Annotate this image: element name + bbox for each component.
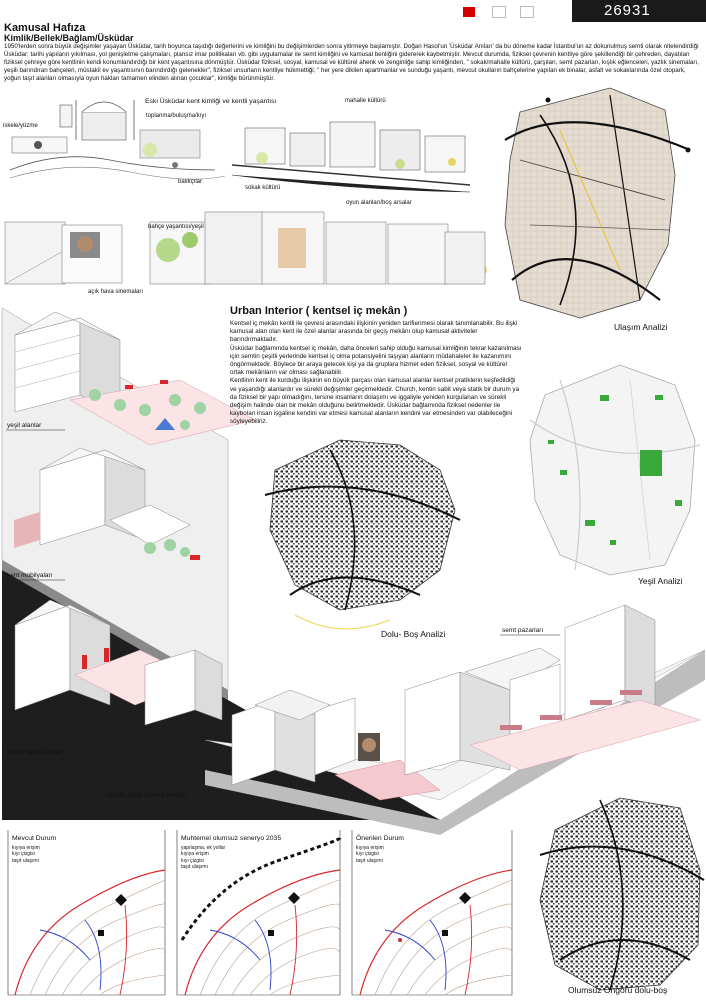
- page-subtitle: Kimlik/Bellek/Bağlam/Üsküdar: [4, 33, 134, 43]
- legend-line: kıyıya erişim: [356, 845, 384, 851]
- legend-line: kıyı çizgisi: [356, 851, 379, 858]
- legend-line: taşıt ulaşımı: [181, 864, 208, 871]
- map-title: Olumsuz Öngörü dolu-boş: [568, 985, 668, 995]
- white-square: [492, 6, 506, 18]
- axo-label: yeşil alanlar: [7, 422, 42, 429]
- sketch-iskele: [9, 100, 226, 180]
- panel-title: Mevcut Durum: [12, 835, 57, 842]
- panel-muhtemel: [176, 830, 342, 996]
- sketch-label: mahalle kültürü: [345, 98, 386, 104]
- legend-line: taşıt ulaşımı: [12, 857, 39, 864]
- sketch-label: balıkçılar: [178, 179, 203, 185]
- map-ulasim: [504, 87, 691, 319]
- panel-legend: kıyıya erişim kıyı çizgisi taşıt ulaşımı: [12, 845, 40, 864]
- sketch-label: iskele/yüzme: [3, 123, 38, 129]
- panel-legend: yapılaşma, ek yollar kıyıya erişim kıyı …: [181, 845, 225, 871]
- legend-line: kıyı çizgisi: [12, 851, 35, 858]
- sketch-label: açık hava sinemaları: [88, 289, 144, 295]
- legend-line: kıyıya erişim: [181, 851, 209, 858]
- axo-amfi: [231, 689, 441, 801]
- sketch-label: sokak kültürü: [245, 185, 281, 191]
- white-square: [520, 6, 534, 18]
- panel-title: Muhtemel olumsuz seneryo 2035: [181, 835, 282, 842]
- legend-line: kıyıya erişim: [12, 845, 40, 851]
- legend-line: taşıt ulaşımı: [356, 857, 383, 864]
- map-yesil: [529, 364, 701, 576]
- red-square: [463, 7, 475, 17]
- map-title: Yeşil Analizi: [638, 576, 683, 586]
- top-bar: 26931: [0, 0, 706, 22]
- panel-title: Önerilen Durum: [356, 835, 404, 842]
- urban-interior-text: Kentsel iç mekân kentli ile çevresi aras…: [230, 320, 522, 427]
- axo-label: semt pazarları: [502, 627, 544, 634]
- urban-interior-title: Urban Interior ( kentsel iç mekân ): [230, 305, 408, 317]
- panel-mevcut: [7, 830, 166, 996]
- sketch-heading: Eski Üsküdar kent kimliği ve kentli yaşa…: [145, 98, 277, 105]
- sketch-mahalle: [231, 121, 471, 193]
- legend-line: kıyı çizgisi: [181, 857, 204, 864]
- intro-paragraph: 1950'lerden sonra büyük değişimler yaşay…: [4, 43, 699, 82]
- urban-interior-paragraph: Üsküdar bağlamında kentsel iç mekân, dah…: [230, 344, 522, 377]
- sketch-label: oyun alanları/boş arsalar: [346, 200, 412, 206]
- axo-semt-pazarlari: [404, 604, 701, 776]
- map-dolubos: [264, 439, 461, 630]
- panel-onerilen: [351, 830, 513, 996]
- panel-legend: kıyıya erişim kıyı çizgisi taşıt ulaşımı: [356, 845, 384, 864]
- urban-interior-paragraph: Kentsel iç mekân kentli ile çevresi aras…: [230, 320, 518, 344]
- urban-interior-paragraph: Kentlinin kent ile kurduğu ilişkinin en …: [230, 377, 520, 426]
- map-olumsuz: [539, 797, 705, 991]
- axo-cocuk-oyun: [14, 599, 223, 726]
- axo-yesil-alanlar: [14, 311, 256, 446]
- map-title: Ulaşım Analizi: [614, 322, 668, 332]
- sketch-label: bahçe yaşantısı/yeşil: [148, 224, 204, 230]
- legend-line: yapılaşma, ek yollar: [181, 845, 226, 851]
- axo-kent-mobilyalari: [14, 447, 200, 560]
- page-title: Kamusal Hafıza: [4, 22, 86, 34]
- board-code: 26931: [604, 2, 651, 19]
- code-block: [572, 0, 706, 22]
- axo-label: etkinlik /açık sinema amfileri: [106, 792, 187, 799]
- sketch-label: toplanma/buluşma/kıyı: [146, 113, 207, 119]
- map-title: Dolu- Boş Analizi: [381, 629, 446, 639]
- axo-label: çocuk oyun alanları: [7, 749, 64, 756]
- axo-label: kent mobilyaları: [7, 572, 53, 579]
- sketch-row-2: [4, 211, 487, 285]
